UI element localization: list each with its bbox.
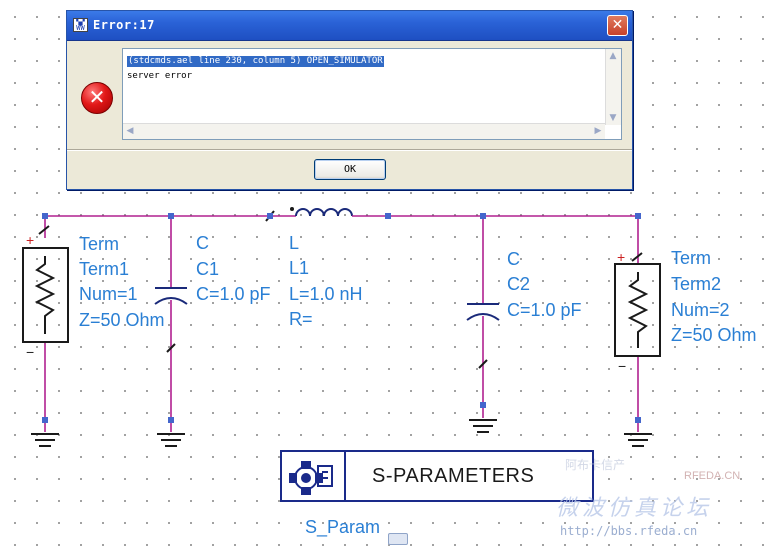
term2-component[interactable] — [614, 216, 661, 420]
c2-component[interactable] — [466, 216, 500, 405]
sparam-instance-label: S_Param — [305, 517, 381, 537]
c1-component[interactable] — [154, 216, 188, 420]
ok-button[interactable]: OK — [314, 159, 386, 180]
l1-type-label: L — [289, 233, 299, 253]
gear-network-icon — [289, 461, 333, 495]
l1-component[interactable] — [265, 207, 388, 222]
scroll-right-icon[interactable]: ▶ — [594, 126, 602, 136]
term1-num-label: Num=1 — [79, 284, 138, 304]
term1-plus-sign: + — [26, 232, 34, 248]
term2-name-label: Term2 — [671, 274, 721, 294]
term1-name-label: Term1 — [79, 259, 129, 279]
dialog-title: Error:17 — [93, 18, 155, 32]
watermark-url: http://bbs.rfeda.cn — [560, 524, 698, 538]
l1-name-label: L1 — [289, 258, 309, 278]
ground-symbol-3[interactable] — [469, 405, 497, 433]
c1-value-label: C=1.0 pF — [196, 284, 271, 304]
term1-type-label: Term — [79, 234, 119, 254]
l1-value-label: L=1.0 nH — [289, 284, 363, 304]
l1-r-label: R= — [289, 309, 313, 329]
ground-symbol-1[interactable] — [31, 420, 59, 447]
term1-z-label: Z=50 Ohm — [79, 310, 165, 330]
close-icon: ✕ — [611, 17, 624, 33]
sparam-icon-cell — [282, 452, 346, 500]
c2-value-label: C=1.0 pF — [507, 300, 582, 320]
watermark-cn-top: 阿布卡信产 — [565, 458, 626, 472]
dialog-titlebar[interactable]: ▚▞WW Error:17 ✕ — [67, 11, 632, 41]
term1-minus-sign: − — [26, 344, 34, 360]
vertical-scrollbar[interactable]: ▲ ▼ — [605, 49, 621, 125]
c2-type-label: C — [507, 249, 520, 269]
term2-plus-sign: + — [617, 249, 625, 265]
close-button[interactable]: ✕ — [607, 15, 628, 36]
term2-num-label: Num=2 — [671, 300, 730, 320]
error-dialog[interactable]: ▚▞WW Error:17 ✕ ✕ (stdcmds.ael line 230,… — [66, 10, 633, 190]
ground-symbol-4[interactable] — [624, 420, 652, 447]
pin-markers — [42, 213, 641, 423]
error-message-line-selected[interactable]: (stdcmds.ael line 230, column 5) OPEN_SI… — [127, 56, 384, 67]
canvas-scroll-thumb[interactable] — [388, 533, 408, 545]
error-message-line[interactable]: server error — [127, 71, 193, 81]
term1-component[interactable] — [22, 216, 69, 420]
term2-minus-sign: − — [618, 358, 626, 374]
term2-z-label: Z=50 Ohm — [671, 325, 757, 345]
scroll-down-icon[interactable]: ▼ — [609, 113, 617, 123]
scroll-left-icon[interactable]: ◀ — [126, 126, 134, 136]
horizontal-scrollbar[interactable]: ◀ ▶ — [123, 123, 605, 139]
watermark-cn-main: 微波仿真论坛 — [556, 496, 713, 521]
watermark-tag: RFEDA.CN — [684, 470, 741, 482]
sparam-title: S-PARAMETERS — [372, 465, 535, 487]
sparam-controller[interactable]: S-PARAMETERS — [280, 450, 594, 502]
term2-type-label: Term — [671, 248, 711, 268]
error-message-textarea[interactable]: (stdcmds.ael line 230, column 5) OPEN_SI… — [122, 48, 622, 140]
c1-name-label: C1 — [196, 259, 219, 279]
error-icon: ✕ — [81, 82, 113, 114]
ads-app-icon: ▚▞WW — [73, 18, 88, 32]
c2-name-label: C2 — [507, 274, 530, 294]
ground-symbol-2[interactable] — [157, 420, 185, 447]
scroll-up-icon[interactable]: ▲ — [609, 51, 617, 61]
dialog-separator — [67, 149, 632, 151]
c1-type-label: C — [196, 233, 209, 253]
